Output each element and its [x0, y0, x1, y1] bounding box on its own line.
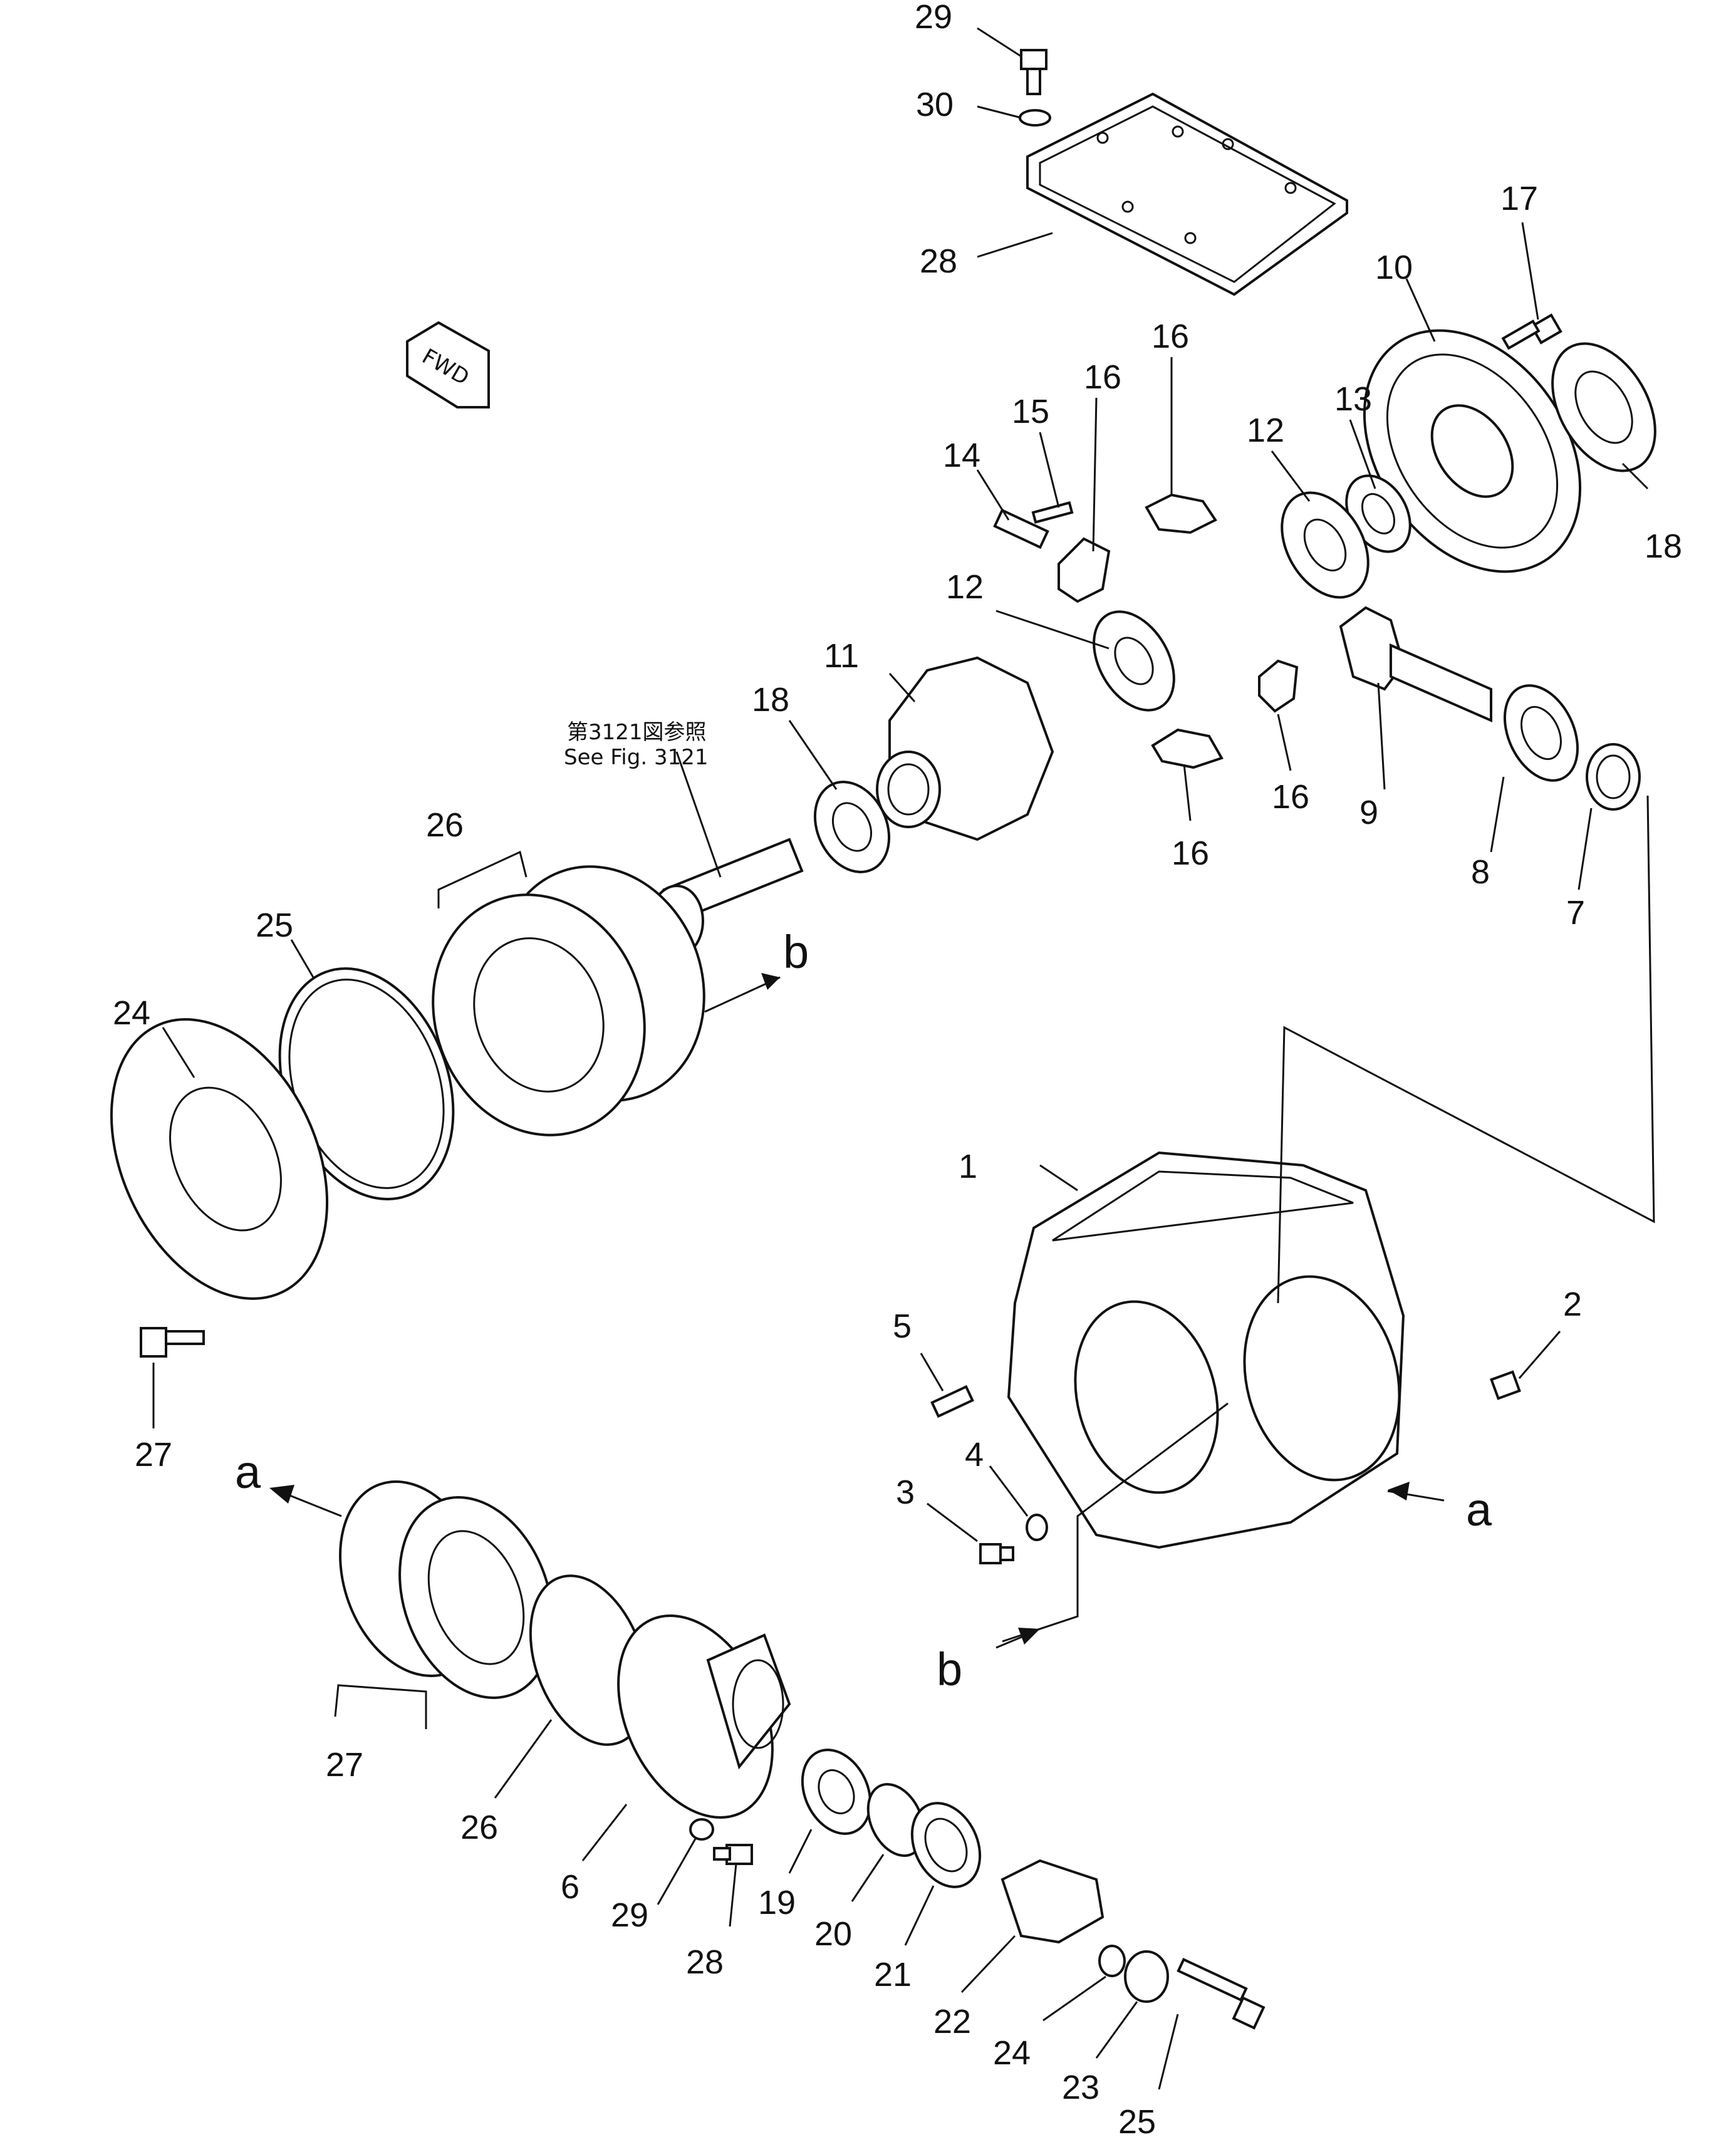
hub-bearing-cup — [866, 1783, 925, 1857]
lock-pin — [1031, 501, 1074, 524]
callout-16d: 16 — [1172, 834, 1209, 872]
pinion-gear-left — [1058, 537, 1111, 603]
brake-disc-pack — [432, 865, 705, 1136]
fwd-direction-badge: FWD — [406, 321, 490, 408]
bearing-right — [1551, 342, 1656, 472]
callout-20: 20 — [814, 1915, 852, 1953]
drain-plug — [1490, 1370, 1521, 1400]
leader-lines — [152, 27, 1649, 2090]
callout-16b: 16 — [1084, 358, 1121, 396]
callout-24: 24 — [993, 2034, 1031, 2072]
side-gear-upper — [1281, 491, 1370, 599]
yoke-bolt — [1177, 1958, 1266, 2030]
ring-gear-bolt — [1501, 313, 1562, 350]
differential-case — [876, 656, 1054, 841]
view-marker-b-top: b — [783, 926, 809, 978]
callout-34: 28 — [920, 242, 957, 280]
callout-6: 6 — [561, 1868, 580, 1906]
pinion-gear-right — [1258, 659, 1299, 713]
callout-18a: 18 — [1645, 528, 1682, 565]
yoke-o-ring — [1098, 1945, 1126, 1977]
callout-30: 24 — [113, 994, 150, 1032]
part-callouts: 29 30 28 17 10 16 16 15 14 13 12 18 12 1… — [113, 0, 1682, 2141]
callout-36: 30 — [916, 86, 954, 123]
pinion-bearing — [1503, 684, 1579, 782]
bearing-cup — [1586, 743, 1641, 811]
reference-note-japanese: 第3121図参照 — [567, 720, 707, 745]
callout-17: 17 — [1500, 180, 1538, 217]
callout-31: 25 — [256, 907, 293, 944]
callout-10: 10 — [1375, 249, 1413, 286]
pinion-gear-bottom — [1151, 728, 1224, 769]
callout-8: 8 — [1471, 853, 1490, 891]
side-gear-lower — [1093, 610, 1175, 712]
callout-23: 23 — [1062, 2069, 1099, 2106]
callout-22: 22 — [933, 2003, 971, 2040]
reference-note-english: See Fig. 3121 — [564, 745, 708, 770]
callout-15: 15 — [1012, 393, 1049, 430]
brake-cover-bolt — [140, 1327, 205, 1358]
reference-note: 第3121図参照 See Fig. 3121 — [564, 720, 708, 770]
callout-3: 3 — [896, 1474, 915, 1511]
callout-11: 11 — [824, 637, 859, 675]
o-ring-small — [1026, 1514, 1048, 1541]
ring-gear — [1363, 329, 1582, 573]
bearing-left — [813, 781, 891, 873]
callout-18b: 18 — [752, 681, 789, 719]
callout-19: 19 — [758, 1884, 796, 1921]
callout-14: 14 — [943, 437, 980, 474]
callout-16a: 16 — [1151, 318, 1189, 355]
callout-21: 21 — [874, 1956, 912, 1994]
view-marker-a-right: a — [1466, 1484, 1492, 1536]
hub-bearing — [801, 1749, 872, 1835]
callout-12a: 12 — [1247, 412, 1284, 449]
callout-33: 27 — [135, 1436, 172, 1474]
hub-housing — [617, 1614, 791, 1819]
callout-28: 28 — [686, 1943, 724, 1981]
callout-2: 2 — [1563, 1286, 1582, 1323]
view-marker-b-bottom: b — [937, 1643, 962, 1695]
callout-7: 7 — [1566, 894, 1585, 932]
callout-4: 4 — [965, 1436, 984, 1474]
hub-bolt — [713, 1844, 753, 1865]
callout-35: 29 — [915, 0, 952, 36]
view-arrows — [269, 973, 1445, 1649]
cover-washer — [1019, 109, 1051, 127]
cover-bolt — [1020, 49, 1047, 95]
axle-housing — [1007, 1151, 1405, 1549]
callout-13: 13 — [1334, 380, 1372, 418]
coupling-yoke — [1001, 1859, 1104, 1944]
pinion-gear-top — [1145, 493, 1217, 534]
callout-1: 1 — [959, 1148, 977, 1185]
filler-plug — [979, 1543, 1014, 1564]
yoke-washer — [1124, 1950, 1169, 2003]
callout-12b: 12 — [946, 568, 984, 606]
callout-26: 26 — [460, 1809, 498, 1846]
hub-washer — [689, 1818, 714, 1841]
callout-32: 26 — [426, 806, 464, 844]
callout-29: 29 — [611, 1896, 648, 1934]
assembly-line-a — [1277, 795, 1655, 1304]
view-marker-a-left: a — [235, 1446, 261, 1498]
dowel-pin — [930, 1385, 974, 1418]
oil-seal — [910, 1802, 982, 1888]
callout-27: 27 — [326, 1746, 363, 1784]
callout-16c: 16 — [1272, 778, 1309, 816]
brake-disc-pack-lower — [339, 1480, 554, 1699]
cover-plate — [1026, 92, 1348, 296]
drive-pinion — [1339, 606, 1492, 723]
callout-9: 9 — [1359, 794, 1378, 831]
callout-25: 25 — [1118, 2103, 1156, 2141]
callout-5: 5 — [893, 1307, 912, 1345]
brake-cover — [110, 1018, 329, 1300]
